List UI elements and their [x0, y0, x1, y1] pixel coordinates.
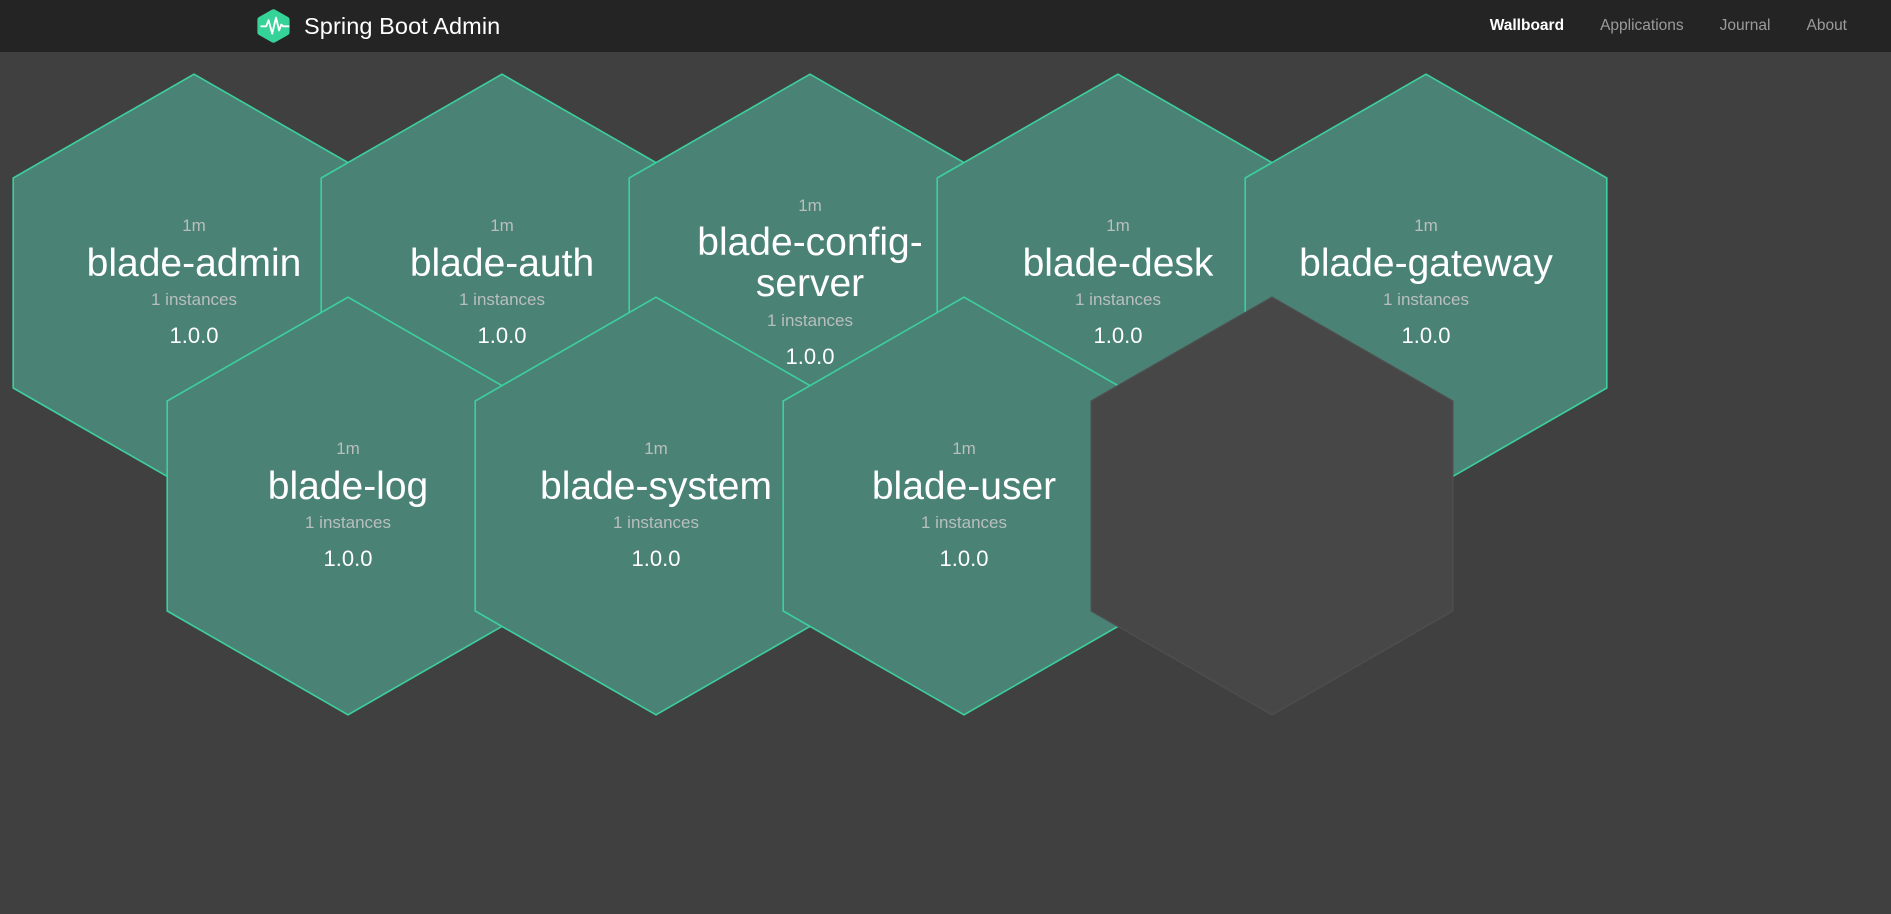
hexagon-shape-icon [1090, 296, 1454, 716]
nav-item-wallboard[interactable]: Wallboard [1489, 17, 1565, 34]
brand-title: Spring Boot Admin [304, 12, 501, 39]
nav-item-about[interactable]: About [1806, 17, 1847, 34]
top-navigation-bar: Spring Boot Admin Wallboard Applications… [0, 0, 1891, 52]
heartbeat-hexagon-icon [257, 8, 293, 44]
brand-logo-link[interactable]: Spring Boot Admin [257, 8, 500, 44]
nav-item-applications[interactable]: Applications [1600, 17, 1684, 34]
hexagon-placeholder [1090, 296, 1454, 716]
nav-item-journal[interactable]: Journal [1719, 17, 1771, 34]
main-nav: Wallboard Applications Journal About [1472, 0, 1865, 52]
